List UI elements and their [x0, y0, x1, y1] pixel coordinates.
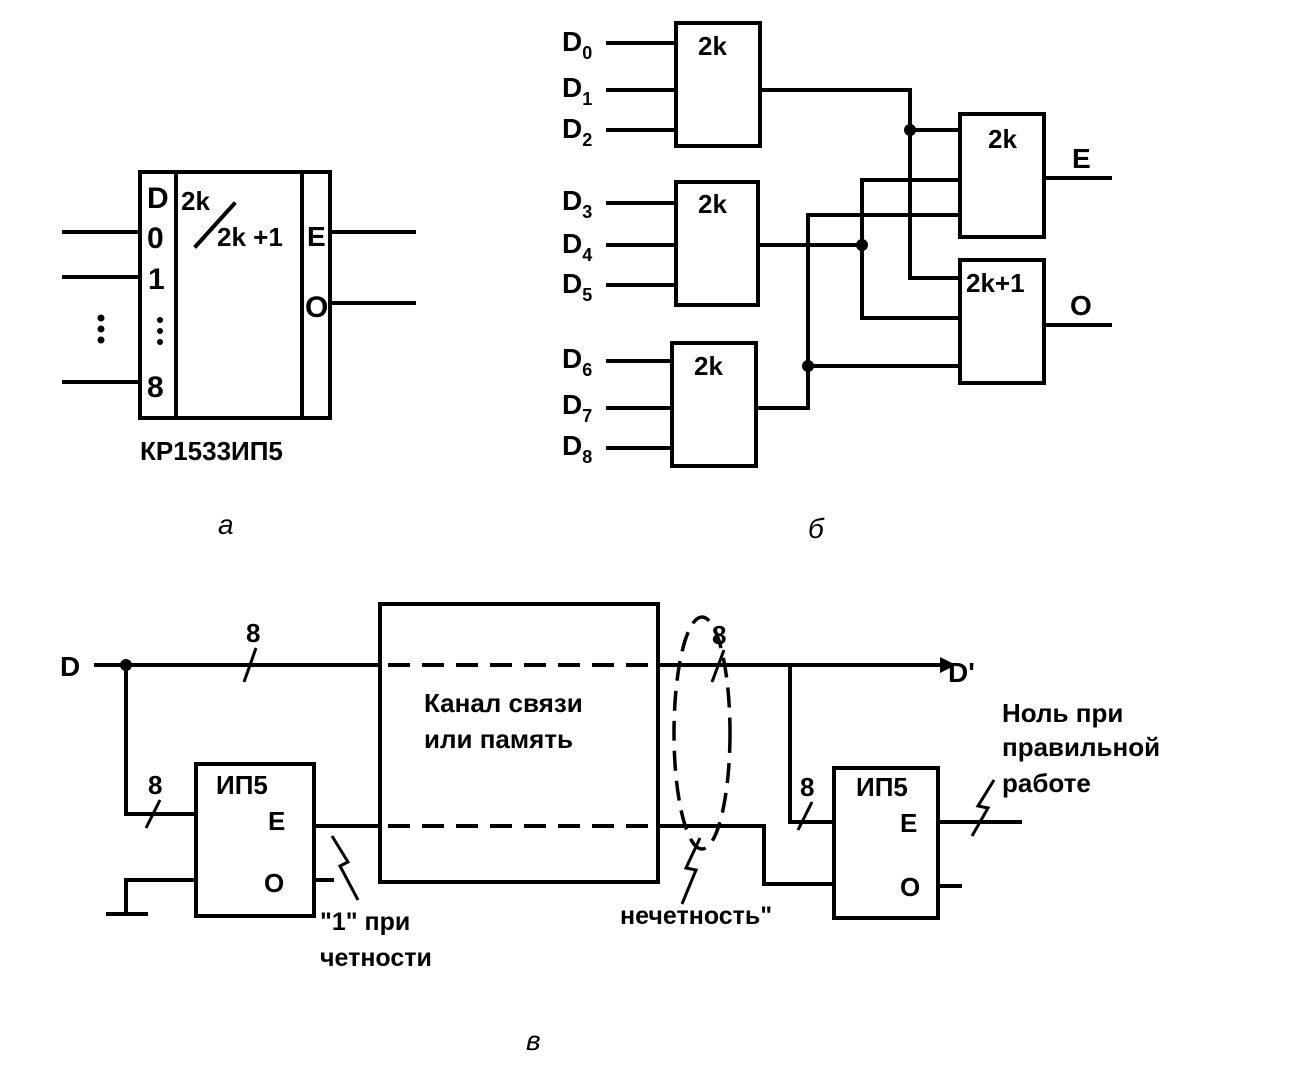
result-note-line2: правильной	[1002, 732, 1160, 762]
pin-label-0: 0	[147, 222, 164, 255]
gate-1-label: 2k	[698, 31, 727, 61]
input-label-d6: D6	[562, 343, 592, 380]
ip5-right	[832, 766, 940, 920]
input-label-d1: D1	[562, 72, 592, 109]
input-label-d3: D3	[562, 185, 592, 222]
panel-b-cascade: D0 D1 D2 D3 D4 D5 D6 D7 D8 2k 2k 2k 2k 2…	[562, 21, 1112, 544]
pin-label-1: 1	[148, 263, 165, 296]
out-label-o: O	[305, 291, 328, 324]
out-label-e: E	[307, 221, 326, 252]
gate-even-label: 2k	[988, 124, 1017, 154]
ip5-left-label: ИП5	[216, 770, 268, 800]
channel-label-line1: Канал связи	[424, 688, 583, 718]
channel-label-line2: или память	[424, 724, 573, 754]
error-note: нечетность"	[620, 902, 772, 930]
caption-c: в	[526, 1025, 541, 1056]
caption-b: б	[808, 513, 825, 544]
ip5-right-pin-o: O	[900, 872, 920, 902]
bus-width-right: 8	[800, 772, 814, 802]
output-d-prime-label: D'	[948, 657, 975, 688]
gate-2k-1	[674, 21, 762, 148]
pin-label-8: 8	[147, 371, 164, 404]
gate-odd-label: 2k+1	[966, 268, 1025, 298]
pin-label-d: D	[147, 182, 169, 215]
input-label-d8: D8	[562, 430, 592, 467]
svg-text:D2: D2	[562, 113, 592, 150]
function-alt-label: 2k +1	[217, 222, 283, 252]
ip5-left	[194, 762, 316, 918]
svg-text:D0: D0	[562, 26, 592, 63]
caption-a: а	[218, 509, 234, 540]
chip-name: КР1533ИП5	[140, 436, 283, 466]
bus-width-top-left: 8	[246, 618, 260, 648]
svg-text:D8: D8	[562, 430, 592, 467]
channel-box	[378, 602, 660, 884]
ip5-left-pin-e: E	[268, 806, 285, 836]
svg-text:D1: D1	[562, 72, 592, 109]
output-o-label: O	[1070, 290, 1092, 321]
ip5-left-pin-o: O	[264, 868, 284, 898]
chip-body	[138, 170, 332, 420]
result-note-line1: Ноль при	[1002, 698, 1123, 728]
input-label-d5: D5	[562, 268, 592, 305]
input-label-d0: D0	[562, 26, 592, 63]
svg-text:D3: D3	[562, 185, 592, 222]
parity-note-line2: четности	[320, 944, 432, 972]
parity-note-line1: "1" при	[320, 908, 410, 936]
svg-text:D5: D5	[562, 268, 592, 305]
gate-2k-even	[958, 112, 1046, 239]
panel-c-transmission: D D' 8 8 8 8 Канал связи или память ИП5 …	[60, 602, 1160, 1056]
input-label-d7: D7	[562, 389, 592, 426]
gate-2k-3	[670, 341, 758, 468]
svg-text:D6: D6	[562, 343, 592, 380]
bus-width-top-right: 8	[712, 620, 726, 650]
input-label-d2: D2	[562, 113, 592, 150]
ip5-right-label: ИП5	[856, 772, 908, 802]
bus-width-left: 8	[148, 770, 162, 800]
input-label-d4: D4	[562, 228, 592, 265]
gate-2-label: 2k	[698, 189, 727, 219]
svg-text:D4: D4	[562, 228, 592, 265]
gate-3-label: 2k	[694, 351, 723, 381]
ip5-right-pin-e: E	[900, 808, 917, 838]
panel-a-chip-symbol: D 0 1 8 2k 2k +1 E O КР1533ИП5 а	[62, 170, 416, 540]
function-label: 2k	[181, 186, 210, 216]
output-e-label: E	[1072, 143, 1091, 174]
result-note-line3: работе	[1002, 768, 1091, 798]
gate-2k-odd	[958, 258, 1046, 385]
error-ellipse	[672, 615, 732, 851]
svg-text:D7: D7	[562, 389, 592, 426]
input-d-label: D	[60, 651, 80, 682]
